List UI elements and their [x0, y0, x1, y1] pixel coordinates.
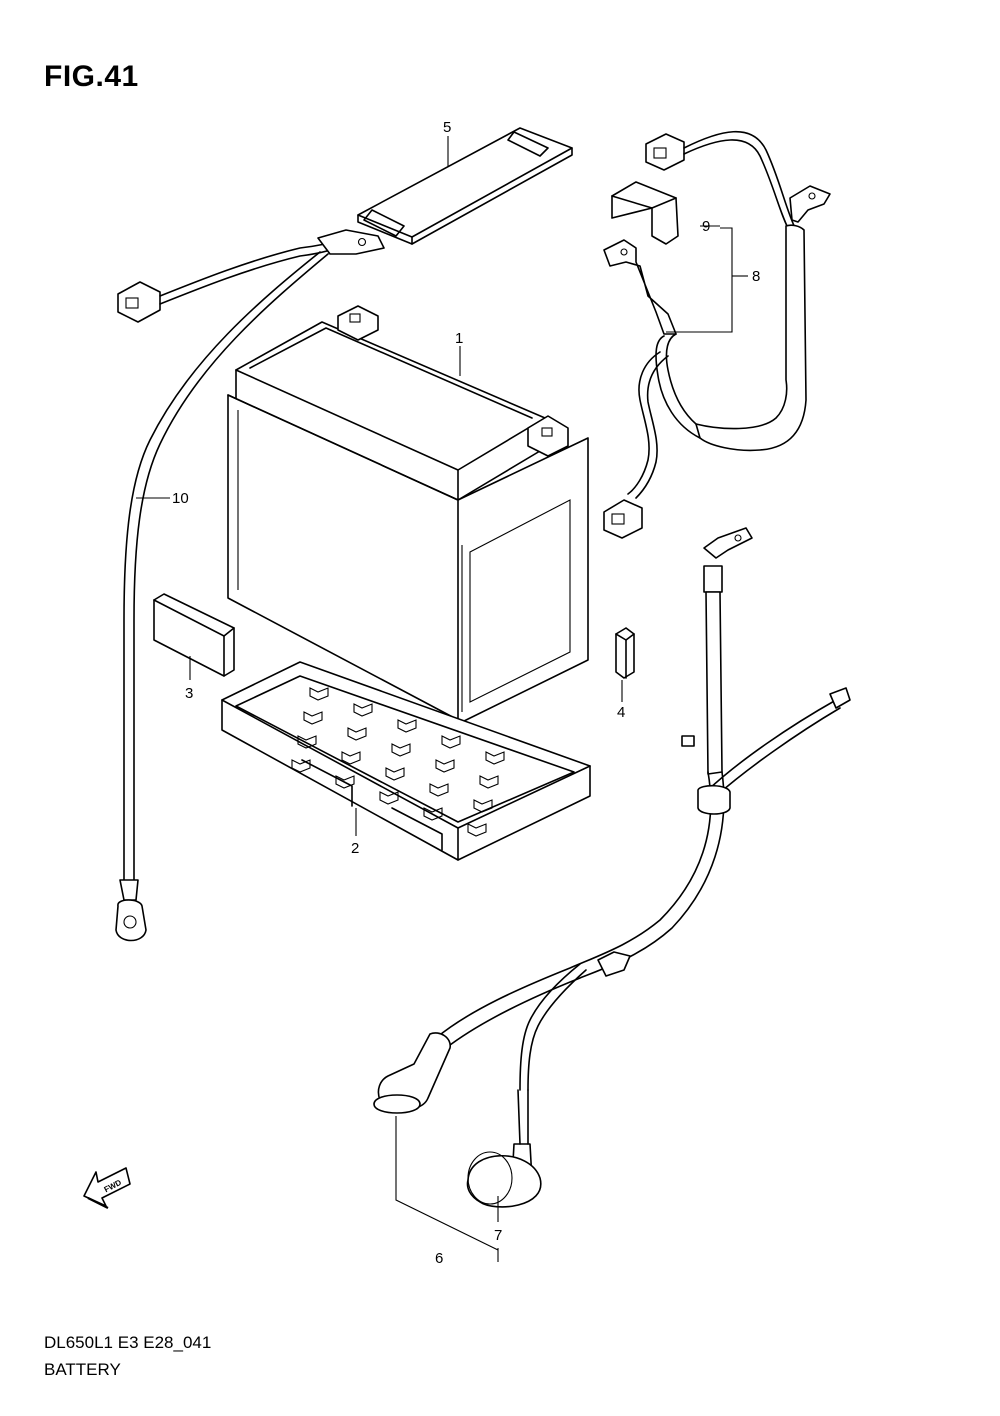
figure-title: FIG.41: [44, 60, 139, 93]
terminal-cover: [611, 181, 679, 245]
callout-6: 6: [435, 1250, 443, 1267]
callout-5: 5: [443, 119, 451, 136]
tray-hole: [435, 759, 455, 773]
lead-wire-8: [603, 130, 831, 539]
callout-8: 8: [752, 268, 760, 285]
tray-hole: [397, 719, 417, 733]
tray-hole: [429, 783, 449, 797]
tray-hole: [385, 767, 405, 781]
callout-7: 7: [494, 1227, 502, 1244]
tray-hole: [353, 703, 373, 717]
tray-hole: [423, 807, 443, 821]
tray-hole: [347, 727, 367, 741]
tray-hole: [335, 775, 355, 789]
tray-hole: [297, 735, 317, 749]
model-code: DL650L1 E3 E28_041: [44, 1333, 212, 1352]
battery-pad: [153, 593, 235, 677]
tray-hole: [473, 799, 493, 813]
battery: [227, 305, 589, 723]
battery-strap: [357, 127, 573, 245]
starter-cable-6: [373, 527, 851, 1114]
callout-2: 2: [351, 840, 359, 857]
tray-hole: [379, 791, 399, 805]
callout-4: 4: [617, 704, 625, 721]
small-pad: [615, 627, 635, 679]
tray-hole: [485, 751, 505, 765]
ground-wire-10: [115, 229, 385, 942]
tray-hole: [291, 759, 311, 773]
tray-hole: [441, 735, 461, 749]
figure-name: BATTERY: [44, 1360, 121, 1379]
tray-hole: [309, 687, 329, 701]
battery-tray: [221, 661, 591, 861]
tray-hole: [467, 823, 487, 837]
tray-hole: [303, 711, 323, 725]
cap-7: [466, 963, 587, 1208]
tray-hole: [479, 775, 499, 789]
callout-1: 1: [455, 330, 463, 347]
callout-9: 9: [702, 218, 710, 235]
leader-lines: [136, 136, 748, 1262]
fwd-arrow-icon: FWD: [83, 1167, 131, 1209]
callout-10: 10: [172, 490, 189, 507]
tray-hole: [391, 743, 411, 757]
callout-3: 3: [185, 685, 193, 702]
tray-hole: [341, 751, 361, 765]
callout-labels: 1 2 3 4 5 6 7 8 9 10: [172, 119, 760, 1267]
